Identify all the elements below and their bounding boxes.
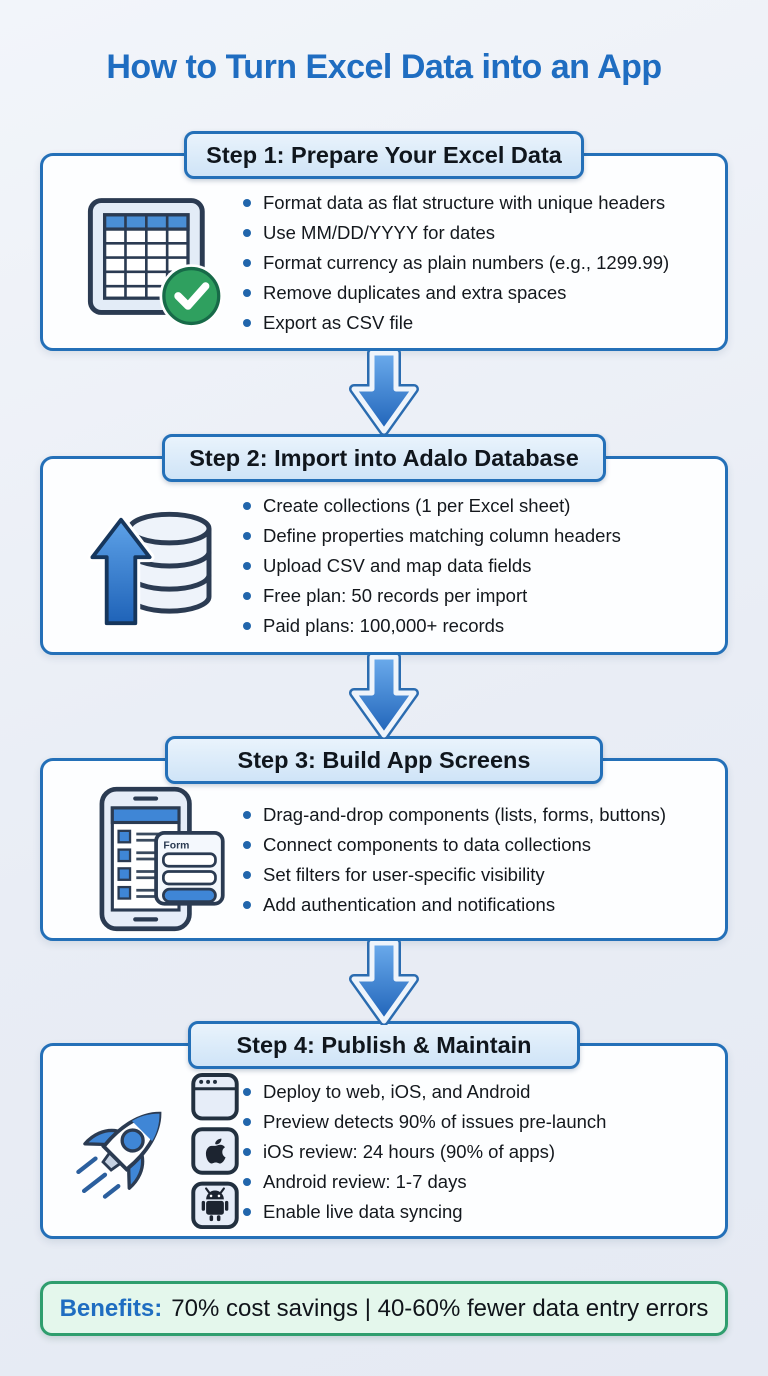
bullet-dot [243,502,251,510]
step-1-header-label: Step 1: Prepare Your Excel Data [206,141,562,168]
bullet-text: Preview detects 90% of issues pre-launch [263,1110,607,1132]
bullet-item: Preview detects 90% of issues pre-launch [243,1110,711,1133]
rocket-icon [76,1111,162,1199]
bullet-dot [243,841,251,849]
page-title: How to Turn Excel Data into an App [106,48,662,86]
spreadsheet-check-icon [65,194,243,330]
bullet-dot [243,901,251,909]
database-upload-icon [65,500,243,632]
bullet-item: Drag-and-drop components (lists, forms, … [243,803,711,826]
bullet-item: Format data as flat structure with uniqu… [243,191,711,214]
step-2-header: Step 2: Import into Adalo Database [162,434,606,482]
bullet-text: Set filters for user-specific visibility [263,864,545,885]
step-3-header: Step 3: Build App Screens [165,736,603,784]
bullet-text: Create collections (1 per Excel sheet) [263,495,571,516]
bullet-dot [243,1147,251,1156]
bullet-text: Free plan: 50 records per import [263,585,528,606]
android-icon [191,1181,239,1230]
bullet-text: Use MM/DD/YYYY for dates [263,221,496,243]
bullet-text: Connect components to data collections [263,834,592,855]
bullet-text: Paid plans: 100,000+ records [263,615,505,636]
bullet-text: Drag-and-drop components (lists, forms, … [263,804,667,825]
benefits-text: 70% cost savings | 40-60% fewer data ent… [171,1294,709,1322]
bullet-text: Deploy to web, iOS, and Android [263,1080,531,1102]
bullet-dot [243,532,251,540]
step-1-bullets: Format data as flat structure with uniqu… [243,191,711,334]
bullet-item: Export as CSV file [243,311,711,334]
bullet-dot [243,1087,251,1096]
bullet-text: Remove duplicates and extra spaces [263,281,567,303]
bullet-text: Enable live data syncing [263,1200,463,1222]
bullet-text: Android review: 1-7 days [263,1170,467,1192]
bullet-item: Format currency as plain numbers (e.g., … [243,251,711,274]
down-arrow-icon [349,941,419,1025]
bullet-dot [243,288,251,297]
bullet-dot [243,258,251,267]
bullet-item: Set filters for user-specific visibility [243,863,711,886]
bullet-text: Add authentication and notifications [263,894,556,915]
step-3-bullets: Drag-and-drop components (lists, forms, … [243,803,711,916]
bullet-dot [243,562,251,570]
step-2-header-label: Step 2: Import into Adalo Database [189,444,579,471]
bullet-dot [243,228,251,237]
bullet-item: Create collections (1 per Excel sheet) [243,494,711,517]
step-2-bullets: Create collections (1 per Excel sheet) D… [243,494,711,637]
benefits-banner: Benefits: 70% cost savings | 40-60% fewe… [40,1281,728,1336]
phone-form-svg: Form [99,786,225,931]
phone-form-icon: Form [65,785,243,935]
bullet-dot [243,811,251,819]
bullet-item: Define properties matching column header… [243,524,711,547]
form-card-label: Form [163,840,189,851]
bullet-item: Deploy to web, iOS, and Android [243,1080,711,1103]
bullet-text: Format data as flat structure with uniqu… [263,191,666,213]
apple-icon [191,1127,239,1175]
bullet-item: Paid plans: 100,000+ records [243,614,711,637]
bullet-item: Add authentication and notifications [243,893,711,916]
rocket-platforms-icon [65,1072,243,1230]
bullet-dot [243,871,251,879]
bullet-dot [243,622,251,630]
step-1-header: Step 1: Prepare Your Excel Data [184,131,584,179]
step-4-header: Step 4: Publish & Maintain [188,1021,580,1069]
step-4-card: Step 4: Publish & Maintain [40,1021,728,1239]
bullet-text: iOS review: 24 hours (90% of apps) [263,1140,556,1162]
down-arrow-icon [349,655,419,739]
bullet-item: iOS review: 24 hours (90% of apps) [243,1140,711,1163]
step-2-card: Step 2: Import into Adalo Database [40,434,728,655]
step-1-card: Step 1: Prepare Your Excel Data [40,131,728,351]
step-2-body: Create collections (1 per Excel sheet) D… [43,459,725,652]
bullet-item: Upload CSV and map data fields [243,554,711,577]
bullet-text: Format currency as plain numbers (e.g., … [263,251,670,273]
bullet-item: Connect components to data collections [243,833,711,856]
bullet-dot [243,318,251,327]
step-4-bullets: Deploy to web, iOS, and Android Preview … [243,1080,711,1223]
bullet-text: Export as CSV file [263,311,414,333]
database-upload-svg [87,511,212,628]
bullet-dot [243,592,251,600]
step-4-header-label: Step 4: Publish & Maintain [236,1031,532,1058]
platform-icons [191,1072,239,1230]
down-arrow-icon [349,351,419,435]
step-3-body: Form Drag-and-drop components (lists, fo… [43,761,725,938]
bullet-dot [243,1207,251,1216]
step-3-card: Step 3: Build App Screens [40,736,728,941]
bullet-item: Remove duplicates and extra spaces [243,281,711,304]
step-3-header-label: Step 3: Build App Screens [237,746,531,773]
bullet-dot [243,198,251,207]
bullet-dot [243,1177,251,1186]
bullet-dot [243,1117,251,1126]
benefits-label: Benefits: [59,1294,163,1322]
bullet-text: Define properties matching column header… [263,525,621,546]
step-4-body: Deploy to web, iOS, and Android Preview … [43,1046,725,1236]
web-browser-icon [191,1072,239,1121]
bullet-item: Free plan: 50 records per import [243,584,711,607]
bullet-text: Upload CSV and map data fields [263,555,532,576]
step-1-body: Format data as flat structure with uniqu… [43,156,725,348]
bullet-item: Use MM/DD/YYYY for dates [243,221,711,244]
spreadsheet-check-svg [87,198,224,328]
bullet-item: Android review: 1-7 days [243,1170,711,1193]
bullet-item: Enable live data syncing [243,1200,711,1223]
